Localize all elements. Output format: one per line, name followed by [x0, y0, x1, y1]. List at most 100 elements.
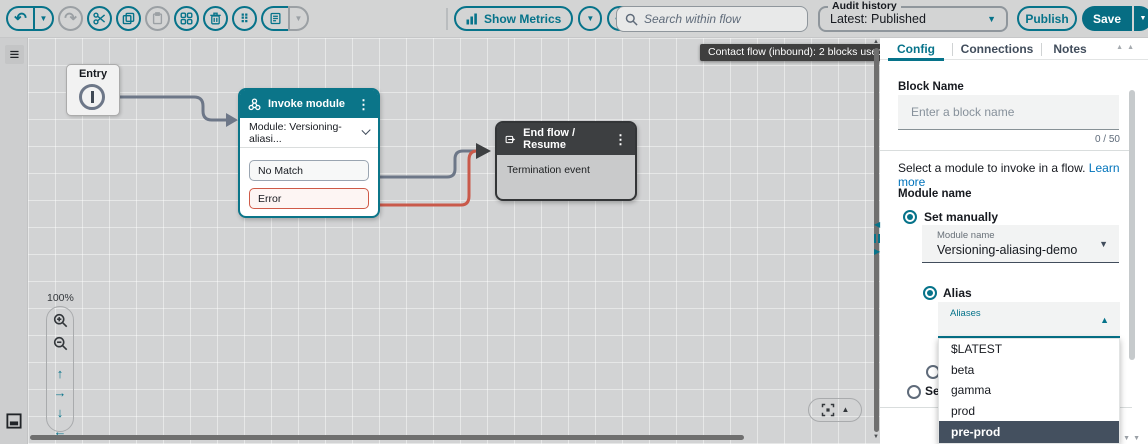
- zoom-out-icon: [53, 336, 67, 351]
- output-error[interactable]: Error: [249, 188, 369, 209]
- vertical-scrollbar[interactable]: [874, 48, 879, 432]
- alias-option-latest[interactable]: $LATEST: [951, 342, 1003, 357]
- scroll-down-arrow[interactable]: ▼: [873, 434, 879, 440]
- entry-output-port[interactable]: [79, 84, 105, 110]
- learn-more-link[interactable]: Learn more: [898, 161, 1120, 189]
- expand-up-icon: ▲: [841, 405, 850, 414]
- show-metrics-button[interactable]: Show Metrics: [454, 6, 574, 31]
- caret-down-icon: ▼: [586, 13, 595, 23]
- zoom-in-icon: [53, 313, 67, 328]
- end-flow-title: End flow / Resume: [523, 127, 576, 151]
- tab-connections[interactable]: Connections: [960, 42, 1034, 56]
- audit-history-select[interactable]: Audit history Latest: Published ▼: [818, 0, 1008, 32]
- alias-label: Alias: [943, 286, 972, 300]
- block-name-input[interactable]: [911, 105, 1106, 119]
- description-text: Select a module to invoke in a flow.: [898, 161, 1086, 175]
- caret-down-icon: ▼: [1139, 15, 1147, 22]
- annotations-menu-button[interactable]: ▼: [288, 6, 309, 31]
- horizontal-scrollbar[interactable]: [30, 435, 744, 440]
- caret-down-icon: ▼: [1099, 239, 1108, 249]
- undo-menu-button[interactable]: ▼: [33, 6, 54, 31]
- set-manually-label: Set manually: [924, 210, 999, 224]
- resize-handle-icon[interactable]: [874, 234, 881, 243]
- collapse-right-icon[interactable]: ▶: [874, 247, 881, 256]
- paste-icon: [152, 12, 163, 25]
- ellipsis-icon[interactable]: ⋮: [357, 96, 370, 112]
- scissors-icon: [93, 12, 106, 25]
- undo-icon: ↶: [14, 10, 27, 27]
- pan-down-button[interactable]: ↓: [56, 404, 64, 420]
- paste-button[interactable]: [145, 6, 170, 31]
- cut-button[interactable]: [87, 6, 112, 31]
- set-dynamically-radio[interactable]: [907, 385, 921, 399]
- publish-label: Publish: [1025, 11, 1069, 26]
- show-metrics-label: Show Metrics: [484, 11, 562, 26]
- panel-scrollbar[interactable]: [1129, 90, 1135, 360]
- module-row-dropdown[interactable]: Module: Versioning-aliasi...: [240, 118, 378, 148]
- panel-scroll-down-arrows-icon[interactable]: ▼▼: [1123, 435, 1143, 442]
- zoom-in-button[interactable]: [53, 313, 68, 333]
- scroll-up-arrow[interactable]: ▲: [873, 39, 879, 45]
- palette-menu-button[interactable]: ≡: [5, 45, 24, 64]
- copy-icon: [122, 12, 135, 25]
- module-select-value: Versioning-aliasing-demo: [937, 243, 1078, 257]
- pan-right-button[interactable]: →: [53, 385, 67, 401]
- invoke-module-title: Invoke module: [268, 98, 346, 110]
- tab-config[interactable]: Config: [880, 38, 952, 61]
- expand-left-icon[interactable]: ◀: [874, 220, 881, 229]
- tab-notes[interactable]: Notes: [1053, 42, 1087, 56]
- alias-option-prod[interactable]: prod: [951, 403, 976, 418]
- collapse-panel-icon: [6, 413, 22, 429]
- entry-block[interactable]: Entry: [66, 64, 120, 116]
- alias-option-pre-prod[interactable]: pre-prod: [939, 421, 1119, 443]
- aliases-dropdown: $LATEST beta gamma prod pre-prod: [938, 338, 1120, 444]
- metrics-menu-button[interactable]: ▼: [578, 6, 603, 31]
- module-icon: [248, 97, 261, 110]
- save-menu-button[interactable]: ▼: [1134, 6, 1148, 31]
- hamburger-icon: ≡: [9, 44, 20, 64]
- minimap-toggle[interactable]: ▲: [808, 398, 862, 422]
- group-blocks-button[interactable]: [174, 6, 199, 31]
- minimap-icon: [821, 403, 834, 417]
- output-no-match[interactable]: No Match: [249, 160, 369, 181]
- alias-option-gamma[interactable]: gamma: [951, 383, 992, 398]
- invoke-module-header[interactable]: Invoke module ⋮: [240, 90, 378, 118]
- copy-button[interactable]: [116, 6, 141, 31]
- flow-canvas[interactable]: Entry Invoke module ⋮ Module: Versioning…: [28, 38, 880, 444]
- annotations-button[interactable]: [261, 6, 288, 31]
- aliases-select[interactable]: Aliases ▲: [938, 302, 1120, 338]
- audit-history-value: Latest: Published: [830, 12, 926, 26]
- flow-search: [616, 6, 808, 32]
- invoke-module-block[interactable]: Invoke module ⋮ Module: Versioning-alias…: [238, 88, 380, 218]
- save-split-button: Save ▼: [1082, 6, 1148, 31]
- pan-up-button[interactable]: ↑: [56, 366, 64, 381]
- caret-down-icon: ▼: [987, 13, 996, 24]
- alias-option-beta[interactable]: beta: [951, 362, 975, 377]
- output-error-label: Error: [258, 192, 282, 205]
- save-button[interactable]: Save: [1082, 6, 1132, 31]
- end-flow-block[interactable]: End flow / Resume ⋮ Termination event: [495, 121, 637, 201]
- module-description: Select a module to invoke in a flow. Lea…: [898, 161, 1133, 189]
- block-name-field: [898, 95, 1119, 130]
- panel-collapse-arrows-icon[interactable]: ▲▲: [1116, 44, 1138, 51]
- tab-divider: [1041, 43, 1042, 56]
- set-manually-radio[interactable]: [903, 210, 917, 224]
- redo-button[interactable]: ↷: [58, 6, 83, 31]
- delete-button[interactable]: [203, 6, 228, 31]
- undo-button[interactable]: ↶: [6, 6, 33, 31]
- blocks-grid-icon: [180, 12, 193, 25]
- caret-up-icon: ▲: [1100, 315, 1109, 325]
- end-flow-icon: [505, 135, 516, 143]
- panel-resize-controls: ◀ ▶: [874, 221, 880, 256]
- alias-radio[interactable]: [923, 286, 937, 300]
- end-flow-header[interactable]: End flow / Resume ⋮: [497, 123, 635, 155]
- ellipsis-icon[interactable]: ⋮: [614, 131, 627, 147]
- module-row-value: Module: Versioning-aliasi...: [249, 120, 342, 145]
- publish-button[interactable]: Publish: [1017, 6, 1077, 31]
- drag-handle-button[interactable]: ⠿: [232, 6, 257, 31]
- zoom-out-button[interactable]: [53, 336, 68, 356]
- collapse-panel-button[interactable]: [6, 413, 22, 434]
- search-input[interactable]: [644, 12, 794, 26]
- module-name-select[interactable]: Module name Versioning-aliasing-demo ▼: [922, 225, 1119, 263]
